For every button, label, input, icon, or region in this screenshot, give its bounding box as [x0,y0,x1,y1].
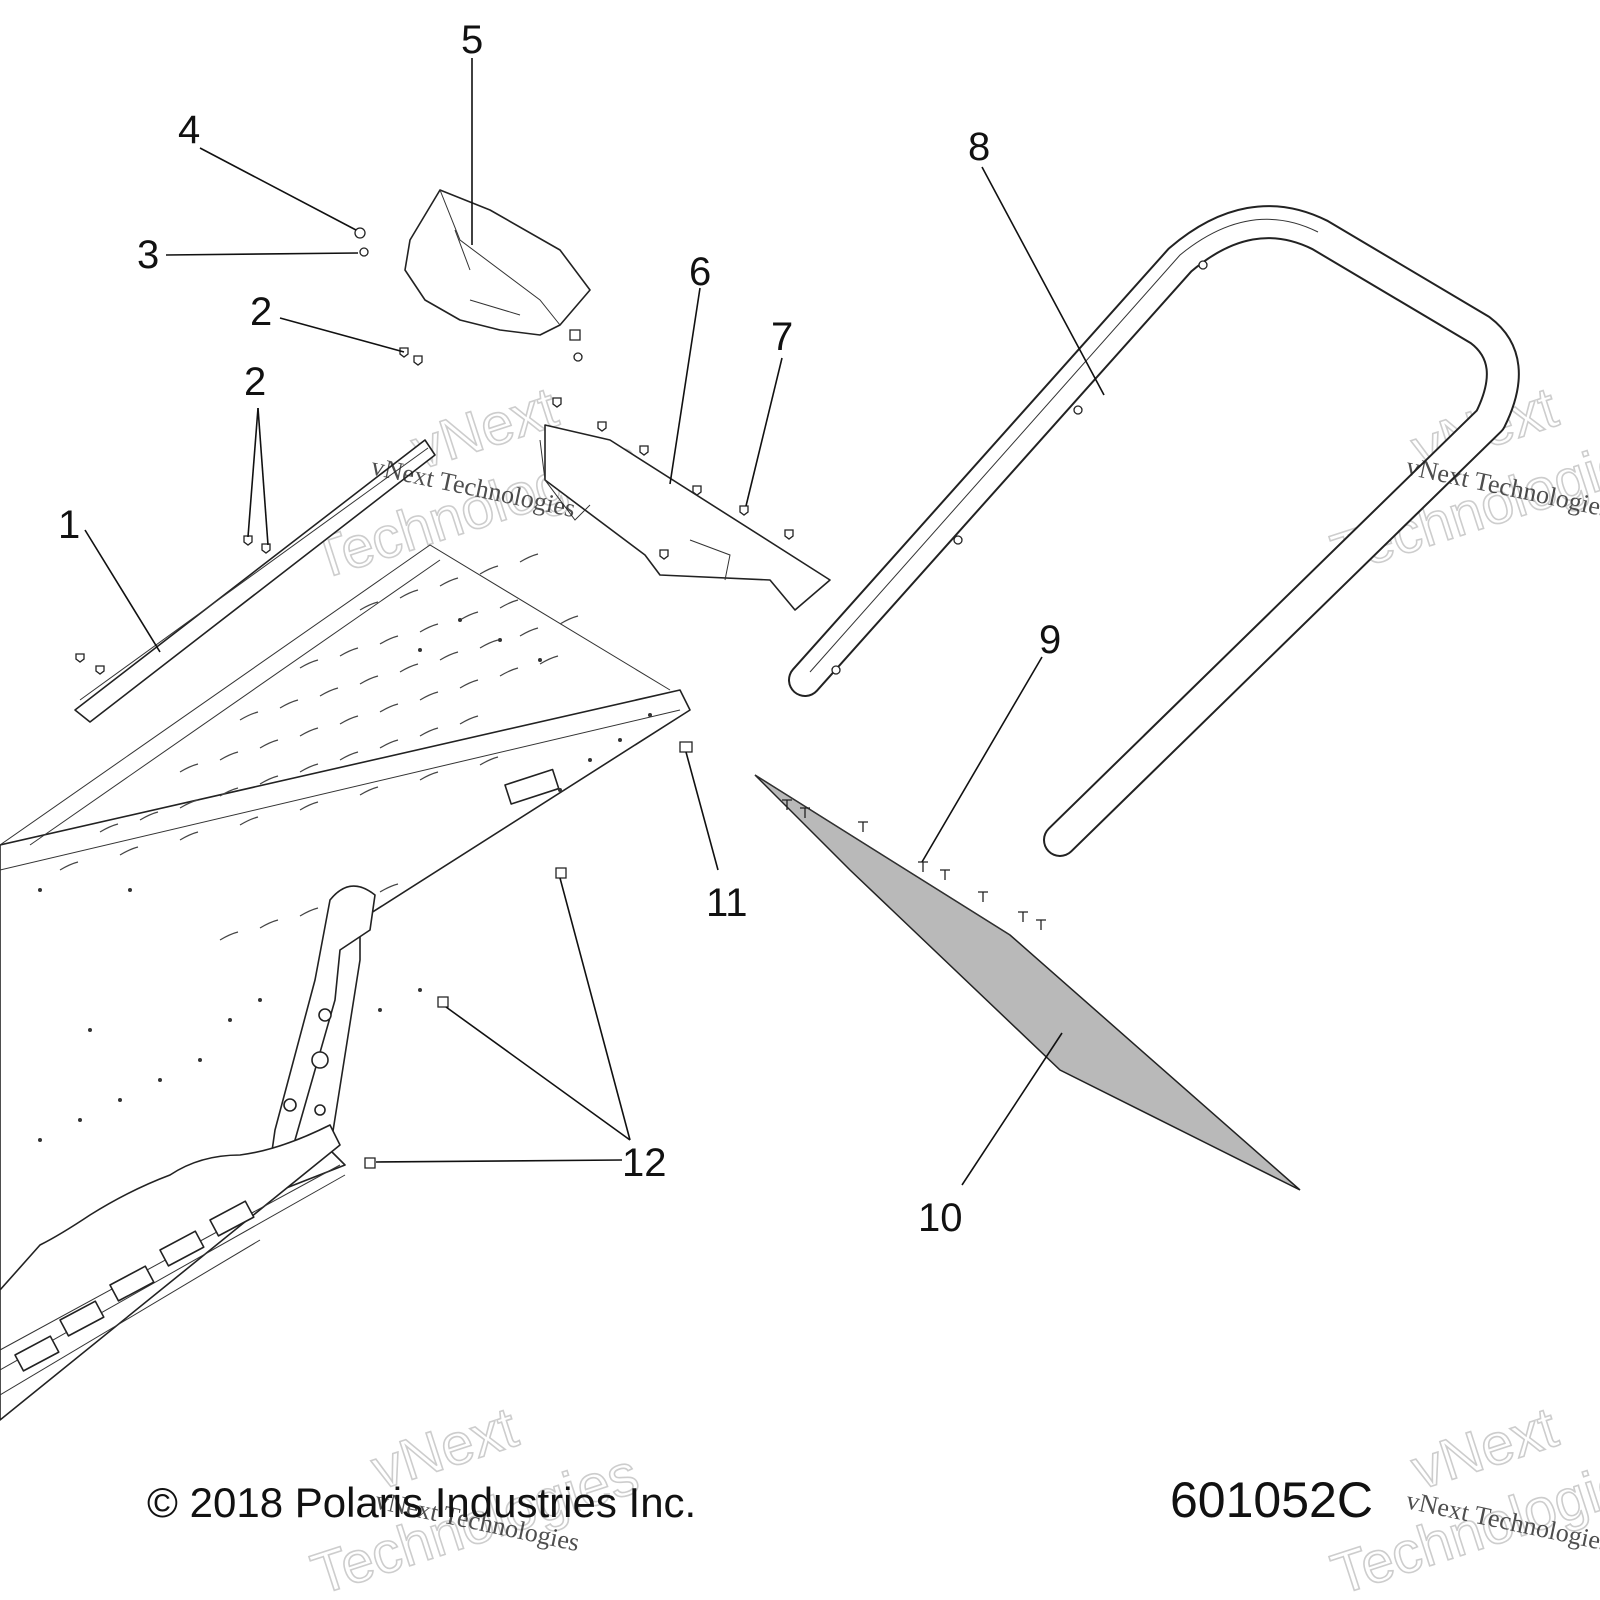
track-lugs [14,1200,255,1372]
leader-lines [84,58,1105,1186]
callout-6: 6 [689,250,711,294]
callout-8: 8 [968,125,990,169]
part-10-flap [754,774,1301,1191]
part-9-fasteners [782,799,1046,930]
watermark-lines: vNext Technologies vNext Technologies vN… [369,452,1600,1558]
tunnel-holes [38,618,652,1142]
callout-11: 11 [706,881,748,925]
cover-hardware [243,227,583,554]
callout-10: 10 [918,1196,963,1240]
tunnel-assembly [0,544,691,1421]
track-rail [0,1124,341,1421]
callout-2-lower: 2 [244,360,266,404]
figure-id: 601052C [1170,1472,1373,1528]
callout-7: 7 [771,315,793,359]
copyright-notice: © 2018 Polaris Industries Inc. [147,1479,696,1526]
part-5-cover [404,189,591,336]
callouts: 1 2 2 3 4 5 6 7 8 9 10 11 12 [58,18,1061,1240]
callout-4: 4 [178,108,200,152]
watermark-layer: vNext Technologies vNext Technologies vN… [303,374,1600,1600]
callout-5: 5 [461,18,483,62]
callout-2-upper: 2 [250,290,272,334]
callout-3: 3 [137,233,159,277]
part-8-grab-bar [788,205,1520,857]
part-11-12-bolts [364,741,693,1169]
flap-shape [754,774,1301,1191]
part-1-rail [74,439,436,723]
callout-9: 9 [1039,618,1061,662]
tunnel-louvers [59,553,579,941]
part-6-bracket [539,397,831,611]
callout-1: 1 [58,503,80,547]
callout-12: 12 [622,1141,667,1185]
